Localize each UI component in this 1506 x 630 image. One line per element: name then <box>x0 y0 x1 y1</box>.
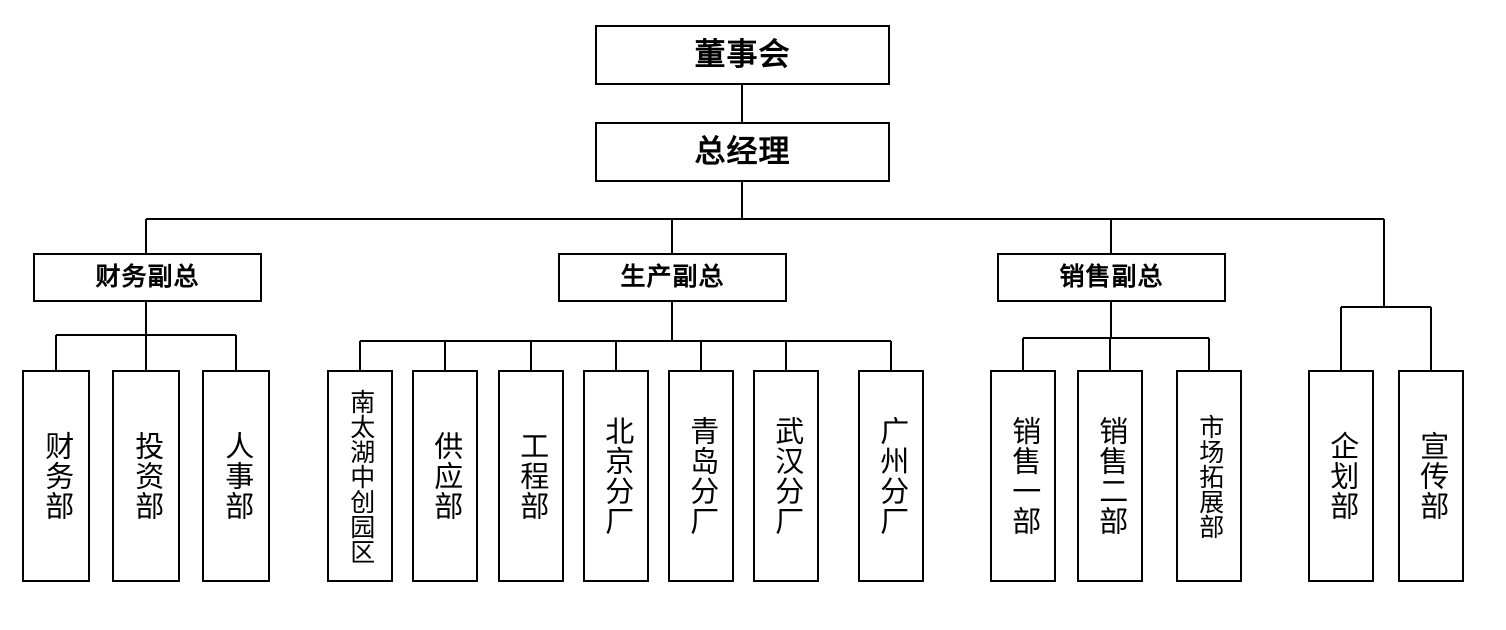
node-board-of-directors[interactable]: 董事会 <box>595 25 890 85</box>
node-label-department: 广州分厂 <box>875 416 908 536</box>
node-label-department: 企划部 <box>1325 431 1358 521</box>
node-label-vp-sales: 销售副总 <box>1059 263 1164 292</box>
node-label-department: 青岛分厂 <box>685 416 718 536</box>
node-label-department: 销售一部 <box>1007 416 1040 536</box>
node-label-board: 董事会 <box>694 36 791 72</box>
node-department[interactable]: 南太湖中创园区 <box>327 370 393 582</box>
node-label-department: 销售二部 <box>1094 416 1127 536</box>
node-department[interactable]: 销售一部 <box>990 370 1056 582</box>
node-vp-production[interactable]: 生产副总 <box>558 253 787 302</box>
node-department[interactable]: 北京分厂 <box>583 370 649 582</box>
node-label-department: 南太湖中创园区 <box>346 388 375 564</box>
node-general-manager[interactable]: 总经理 <box>595 122 890 182</box>
node-label-vp-finance: 财务副总 <box>95 263 200 292</box>
node-department[interactable]: 销售二部 <box>1077 370 1143 582</box>
node-department[interactable]: 广州分厂 <box>858 370 924 582</box>
node-label-department: 武汉分厂 <box>770 416 803 536</box>
node-department[interactable]: 投资部 <box>112 370 180 582</box>
node-department[interactable]: 财务部 <box>22 370 90 582</box>
node-department[interactable]: 企划部 <box>1308 370 1374 582</box>
node-label-department: 宣传部 <box>1415 431 1448 521</box>
node-label-department: 工程部 <box>515 431 548 521</box>
node-vp-finance[interactable]: 财务副总 <box>33 253 262 302</box>
node-label-vp-production: 生产副总 <box>620 263 725 292</box>
node-vp-sales[interactable]: 销售副总 <box>997 253 1226 302</box>
node-label-general-manager: 总经理 <box>694 133 791 169</box>
node-label-department: 投资部 <box>130 431 163 521</box>
node-label-department: 人事部 <box>220 431 253 521</box>
node-department[interactable]: 人事部 <box>202 370 270 582</box>
node-department[interactable]: 工程部 <box>498 370 564 582</box>
node-department[interactable]: 青岛分厂 <box>668 370 734 582</box>
node-label-department: 市场拓展部 <box>1195 413 1224 539</box>
node-label-department: 北京分厂 <box>600 416 633 536</box>
node-department[interactable]: 武汉分厂 <box>753 370 819 582</box>
node-department[interactable]: 供应部 <box>412 370 478 582</box>
node-label-department: 供应部 <box>429 431 462 521</box>
node-label-department: 财务部 <box>40 431 73 521</box>
node-department[interactable]: 市场拓展部 <box>1176 370 1242 582</box>
node-department[interactable]: 宣传部 <box>1398 370 1464 582</box>
